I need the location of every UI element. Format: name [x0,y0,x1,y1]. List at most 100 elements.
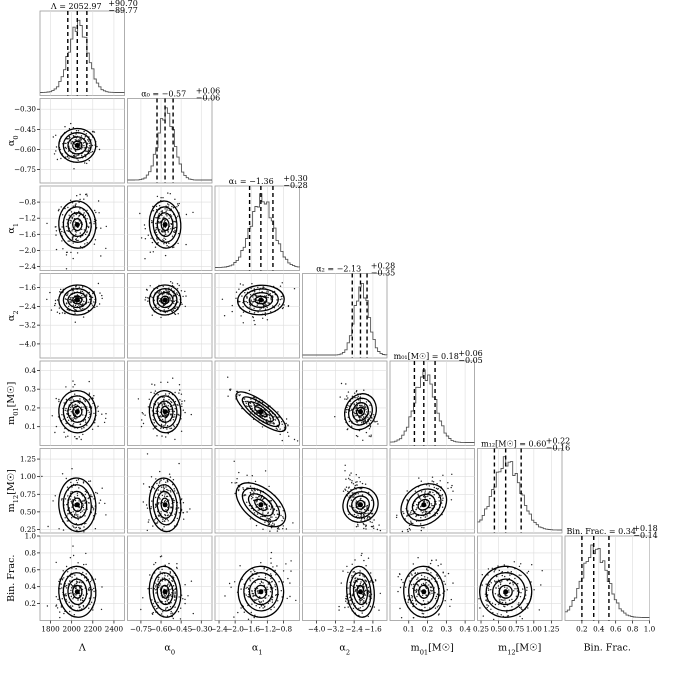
sample-point [86,295,88,297]
sample-point [174,414,176,416]
sample-point [73,155,76,158]
sample-point [238,288,240,290]
sample-point [164,208,166,210]
sample-point [74,204,77,206]
y-tick-label: −2.0 [19,246,37,255]
sample-point [163,237,165,239]
contour-level-0 [58,565,97,618]
sample-point [41,475,43,478]
sample-point [287,305,290,308]
sample-point [236,482,238,484]
sample-point [155,222,157,225]
sample-point [249,578,251,580]
param-title-6: Bin. Frac. = 0.34 [567,527,636,536]
sample-point [73,168,75,170]
sample-point [158,406,160,408]
sample-point [67,571,69,573]
sample-point [79,236,82,238]
sample-point [168,217,170,219]
sample-point [178,413,180,416]
sample-point [172,424,175,426]
sample-point [171,205,173,208]
x-axis-label-5: m12[M☉] [498,643,541,657]
sample-point [58,528,60,530]
sample-point [179,618,182,620]
sample-point [355,397,357,399]
sample-point [441,494,444,496]
sample-point [424,583,426,585]
sample-point [520,592,522,594]
sample-point [245,402,247,404]
scatter-panel-4-3 [302,360,388,446]
sample-point [447,487,449,490]
sample-point [93,498,95,500]
sample-point [69,399,71,401]
sample-point [169,490,171,492]
sample-point [254,581,256,584]
sample-point [161,418,164,421]
sample-point [178,512,181,514]
panel-frame [302,273,388,359]
sample-point [55,234,57,236]
sample-point [151,383,153,385]
sample-point [371,521,373,524]
sample-point [368,595,370,597]
x-tick-label: 1.0 [644,625,656,634]
sample-point [278,416,280,418]
sample-point [167,575,169,577]
sample-point [420,529,422,532]
sample-point [182,598,184,600]
sample-point [168,562,170,565]
sample-point [174,229,176,232]
sample-point [169,512,171,514]
sample-point [59,611,61,613]
sample-point [246,297,249,299]
sample-point [75,150,77,152]
sample-point [426,511,428,513]
sample-point [246,295,248,298]
sample-point [421,491,423,493]
sample-point [183,518,185,520]
density-peak [74,409,80,415]
sample-point [154,390,157,392]
sample-point [347,571,349,574]
sample-point [271,580,273,583]
sample-point [359,511,361,513]
sample-point [227,395,229,397]
sample-point [75,526,78,529]
sample-point [276,513,279,515]
sample-point [169,606,172,608]
y-tick-label: 1.00 [20,472,36,481]
sample-point [365,528,367,530]
sample-point [504,575,506,578]
sample-point [281,439,283,442]
sample-point [256,299,258,301]
sample-point [277,305,280,307]
sample-point [78,201,80,203]
x-tick-label: −0.8 [275,625,293,634]
sample-point [282,581,284,583]
sample-point [79,303,81,306]
sample-point [345,383,347,385]
hist-panel-0: Λ = 2052.97+90.70−89.77 [39,0,138,96]
sample-point [97,410,100,412]
sample-point [182,409,184,411]
sample-point [160,211,162,213]
sample-point [153,488,156,490]
sample-point [83,563,85,566]
sample-point [417,557,419,559]
sample-point [367,516,369,519]
sample-point [85,552,87,555]
sample-point [144,238,147,240]
sample-point [174,438,176,441]
sample-point [493,618,495,621]
sample-point [429,562,432,565]
sample-point [166,488,168,491]
sample-point [518,606,521,609]
sample-point [101,487,103,489]
sample-point [61,226,63,228]
x-tick-label: −0.60 [150,625,172,634]
sample-point [178,284,180,287]
contour-level-2 [351,495,370,515]
sample-point [412,583,415,585]
